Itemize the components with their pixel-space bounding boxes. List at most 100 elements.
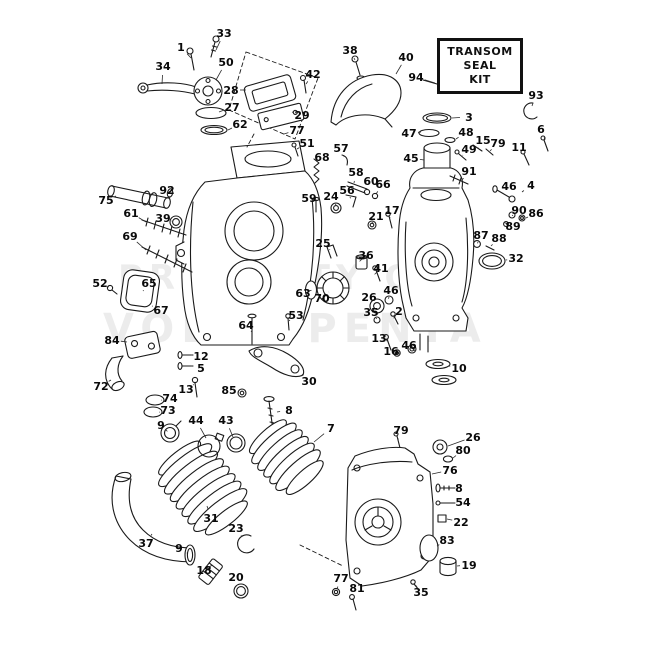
ball-87 [473, 240, 481, 248]
leader-line-35 [415, 584, 418, 588]
leader-line-64 [250, 330, 253, 333]
leader-line-84 [120, 340, 128, 343]
part-label-9: 9 [175, 542, 183, 555]
leader-line-80 [452, 455, 457, 459]
part-label-45: 45 [403, 152, 418, 165]
fork-30 [248, 346, 305, 378]
ring-24 [330, 202, 342, 214]
leader-lines [108, 40, 546, 590]
bolt-38 [351, 55, 366, 81]
leader-line-8 [276, 411, 281, 413]
nut-46-right [407, 344, 417, 354]
ring-48 [444, 137, 456, 143]
part-label-23: 23 [228, 522, 243, 535]
part-label-18: 18 [196, 564, 211, 577]
leader-line-91 [461, 177, 464, 181]
part-label-94: 94 [408, 71, 424, 84]
part-label-30: 30 [301, 375, 317, 388]
part-label-90: 90 [511, 204, 527, 217]
pin-64 [247, 313, 257, 345]
part-label-83: 83 [439, 534, 454, 547]
leader-line-25 [329, 249, 331, 251]
leader-line-62 [227, 127, 233, 131]
part-label-12: 12 [193, 350, 208, 363]
bolt-81 [349, 594, 357, 611]
part-label-76: 76 [442, 464, 458, 477]
washer-85 [237, 388, 247, 398]
part-label-1: 1 [177, 41, 185, 54]
gimbal-bearing-70 [316, 271, 350, 305]
bolt-5 [177, 362, 194, 370]
part-label-11: 11 [511, 141, 526, 154]
leader-line-89 [504, 222, 509, 225]
clamp-9-upper [160, 420, 182, 443]
clamp-43 [226, 433, 246, 453]
fitting-18 [198, 558, 223, 585]
part-label-8: 8 [455, 482, 463, 495]
screw-66 [371, 192, 379, 200]
pin-79-bottom [393, 431, 401, 449]
plate-50 [193, 76, 223, 106]
part-label-56: 56 [339, 184, 355, 197]
kit-box-line-2: SEAL [463, 58, 497, 72]
part-label-57: 57 [333, 142, 348, 155]
cover-29 [257, 102, 305, 131]
part-label-13: 13 [178, 383, 193, 396]
leader-line-88 [490, 244, 493, 247]
leader-line-21 [371, 221, 374, 225]
part-label-64: 64 [238, 319, 254, 332]
part-label-46: 46 [401, 339, 417, 352]
part-label-75: 75 [98, 194, 113, 207]
leader-line-79 [489, 149, 492, 152]
kit-box-line-1: TRANSOM [447, 44, 513, 58]
leader-line-41 [374, 270, 379, 275]
kit-box-line-3: KIT [469, 73, 491, 87]
nut-77-bottom [331, 587, 341, 597]
part-label-37: 37 [138, 537, 153, 550]
part-label-19: 19 [461, 559, 476, 572]
plug-19 [439, 556, 457, 577]
clamp-73 [143, 406, 163, 418]
leader-line-75 [114, 195, 117, 198]
part-label-52: 52 [92, 277, 107, 290]
part-label-4: 4 [527, 179, 535, 192]
leader-line-69 [136, 241, 147, 251]
part-label-25: 25 [315, 237, 330, 250]
part-label-79: 79 [393, 424, 408, 437]
screw-52 [106, 284, 118, 295]
part-label-13: 13 [371, 332, 386, 345]
leader-line-16 [394, 351, 400, 354]
part-label-40: 40 [398, 51, 414, 64]
leader-line-4 [521, 190, 525, 193]
bolt-46-4 [492, 185, 516, 203]
leader-line-36 [359, 258, 363, 262]
leader-line-34 [161, 74, 163, 85]
leader-line-18 [208, 565, 212, 568]
leader-line-40 [395, 64, 402, 75]
stud-69 [141, 245, 193, 273]
leader-line-22 [446, 518, 453, 521]
washer-86 [518, 214, 526, 222]
part-label-21: 21 [368, 210, 383, 223]
part-label-73: 73 [160, 404, 175, 417]
part-label-26: 26 [361, 291, 377, 304]
leader-line-87 [477, 241, 479, 244]
stud-61 [141, 217, 187, 238]
leader-line-76 [431, 471, 442, 475]
part-label-74: 74 [162, 392, 178, 405]
part-label-87: 87 [473, 229, 488, 242]
leader-line-48 [455, 136, 459, 140]
leader-line-93 [531, 103, 534, 107]
part-label-3: 3 [465, 111, 473, 124]
screw-60 [363, 188, 371, 196]
leader-line-45 [419, 159, 425, 161]
part-label-31: 31 [203, 512, 218, 525]
clamp-44 [197, 432, 225, 458]
diagram-artwork [105, 35, 549, 611]
nut-46-center [384, 295, 394, 305]
part-label-60: 60 [363, 175, 379, 188]
dashed-guide-bottom [299, 544, 344, 567]
leader-line-53 [288, 319, 291, 322]
